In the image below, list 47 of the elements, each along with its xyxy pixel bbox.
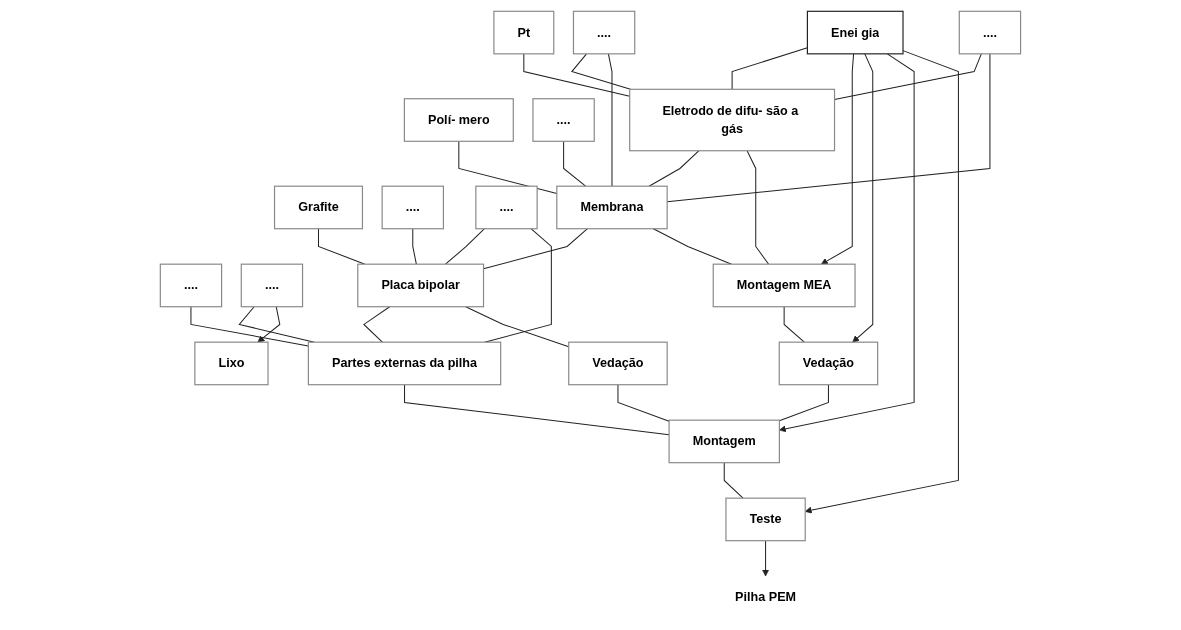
arrow: [821, 53, 855, 265]
node-box: Eletrodo de difu- são a gás: [629, 88, 836, 152]
connector: [834, 53, 982, 101]
connector: [617, 384, 670, 422]
node-box: Enei gia: [806, 10, 904, 55]
connector: [484, 228, 552, 343]
node-box: ....: [381, 185, 445, 230]
connector: [563, 140, 587, 187]
node-box: Membrana: [556, 185, 668, 230]
node-box: Grafite: [274, 185, 364, 230]
connector: [445, 228, 486, 265]
node-text: Pilha PEM: [735, 590, 797, 604]
arrow: [779, 53, 915, 433]
node-box: Lixo: [194, 341, 269, 386]
node-box: Teste: [725, 497, 806, 542]
node-box: Montagem: [668, 419, 781, 464]
arrow: [257, 306, 281, 343]
node-box: ....: [475, 185, 538, 230]
node-box: Vedação: [568, 341, 668, 386]
connector: [404, 384, 670, 436]
arrow: [762, 540, 770, 577]
connector: [648, 150, 700, 187]
connector: [731, 47, 808, 90]
connector: [571, 53, 632, 90]
node-box: ....: [159, 263, 223, 308]
node-box: ....: [572, 10, 636, 55]
arrow: [852, 53, 874, 343]
connector: [783, 306, 805, 343]
connector: [607, 53, 613, 187]
connector: [318, 228, 366, 265]
connector: [412, 228, 417, 265]
connector: [190, 306, 309, 347]
node-box: Pt: [493, 10, 555, 55]
connector: [523, 53, 631, 97]
connector: [483, 228, 589, 270]
node-box: ....: [240, 263, 304, 308]
connector: [778, 384, 829, 422]
node-box: Partes externas da pilha: [307, 341, 502, 386]
node-box: Placa bipolar: [357, 263, 485, 308]
node-box: Montagem MEA: [712, 263, 856, 308]
node-box: ....: [958, 10, 1022, 55]
connector: [746, 150, 770, 265]
connector: [723, 462, 744, 499]
node-box: Vedação: [778, 341, 879, 386]
node-box: Polí- mero: [403, 98, 514, 142]
connector: [652, 228, 733, 265]
node-box: ....: [532, 98, 595, 142]
